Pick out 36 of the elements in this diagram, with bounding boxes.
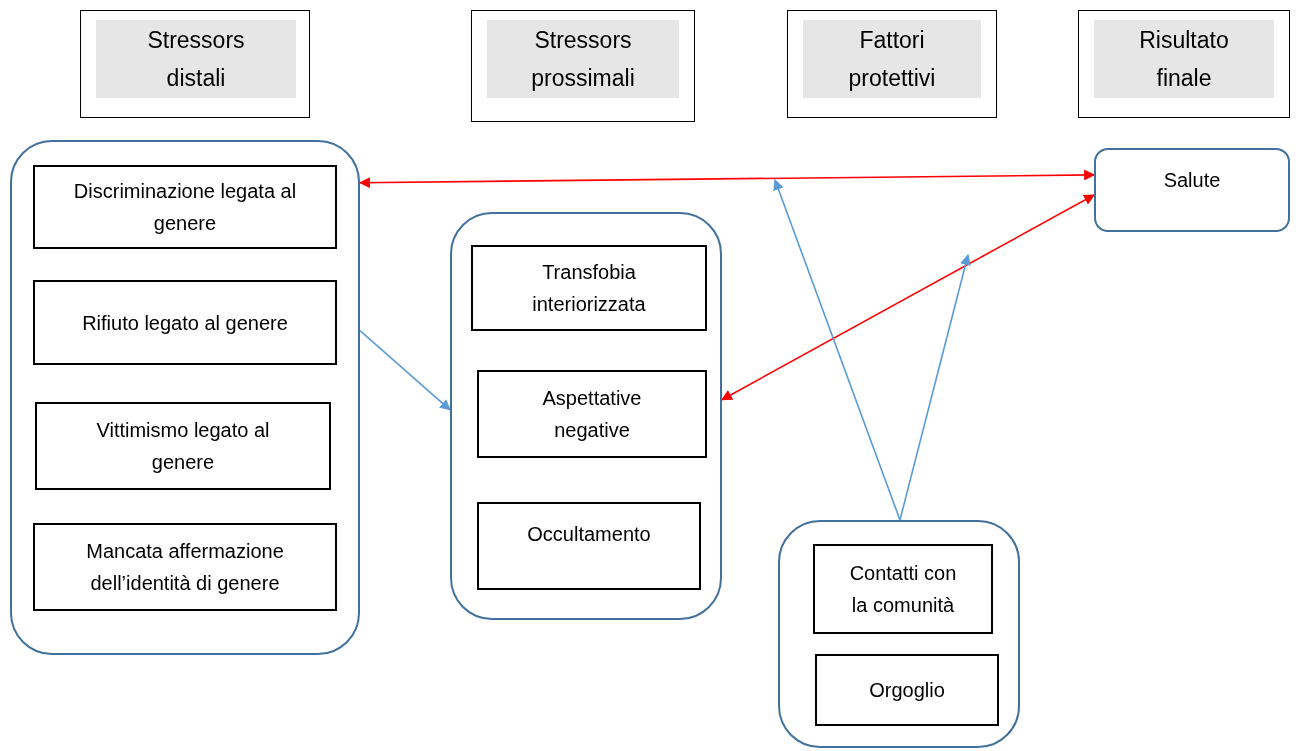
group-container: [778, 520, 1020, 748]
factor-box: [471, 245, 707, 331]
node-label: Contatti con la comunità: [848, 561, 958, 618]
header-box: [1078, 10, 1290, 118]
factor-box: [33, 165, 337, 249]
node-label: Orgoglio: [868, 678, 946, 703]
header-box: [471, 10, 695, 122]
node-label: Discriminazione legata al genere: [72, 179, 298, 236]
header-box: [787, 10, 997, 118]
factor-box: [813, 544, 993, 634]
group-container: [10, 140, 360, 655]
double-arrow: [358, 169, 1096, 189]
group-container: [450, 212, 722, 620]
factor-box: [33, 523, 337, 611]
node-label: Aspettative negative: [541, 386, 643, 443]
factor-box: [477, 502, 701, 590]
arrow: [359, 329, 451, 411]
node-label: Salute: [1162, 168, 1222, 193]
arrow: [899, 253, 971, 521]
header-label: Stressors distali: [96, 20, 296, 98]
factor-box: [35, 402, 331, 490]
double-arrow: [721, 194, 1095, 401]
header-label: Fattori protettivi: [803, 20, 981, 98]
header-label: Stressors prossimali: [487, 20, 679, 98]
header-label: Risultato finale: [1094, 20, 1274, 98]
factor-box: [815, 654, 999, 726]
factor-box: [477, 370, 707, 458]
factor-box: [33, 280, 337, 365]
node-label: Vittimismo legato al genere: [95, 418, 271, 475]
node-label: Rifiuto legato al genere: [81, 310, 289, 336]
outcome-box: [1094, 148, 1290, 232]
node-label: Transfobia interiorizzata: [531, 260, 647, 317]
node-label: Mancata affermazione dell’identità di genere: [85, 539, 285, 596]
node-label: Occultamento: [526, 522, 652, 547]
arrow: [773, 178, 901, 521]
header-box: [80, 10, 310, 118]
